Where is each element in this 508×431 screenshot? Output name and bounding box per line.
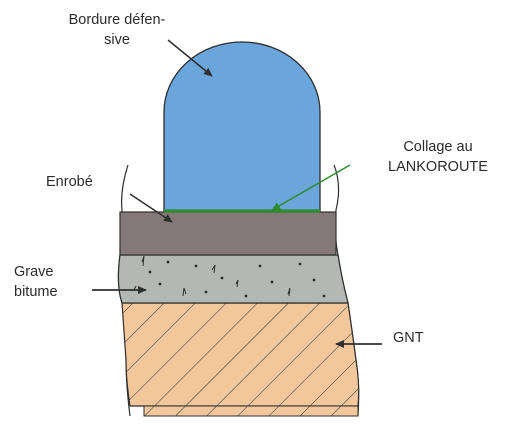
bordure-arrow: [167, 39, 213, 77]
bordure-label-line2: sive: [104, 32, 130, 48]
enrobe-layer: [119, 211, 337, 256]
enrobe-label: Enrobé: [46, 174, 93, 190]
grave-bitume-layer: [117, 254, 349, 304]
collage-label: Collage au LANKOROUTE: [370, 137, 506, 177]
bordure-defensive-shape: [163, 41, 321, 212]
gnt-hatching: [122, 303, 359, 406]
bordure-label-line1: Bordure défen-: [68, 12, 166, 28]
enrobe-arrow: [129, 193, 173, 223]
grave-label-line1: Grave: [14, 264, 54, 280]
collage-arrow: [271, 164, 351, 211]
gnt-label: GNT: [393, 330, 424, 346]
collage-label-line1: Collage au: [403, 139, 473, 155]
gnt-bottom-hatch: [144, 406, 358, 416]
grave-bitume-label: Grave bitume: [14, 262, 58, 302]
collage-label-line2: LANKOROUTE: [388, 159, 488, 175]
bordure-label: Bordure défen- sive: [32, 10, 202, 50]
grave-bitume-aggregate-marks: [133, 255, 326, 298]
grave-label-line2: bitume: [14, 284, 58, 300]
